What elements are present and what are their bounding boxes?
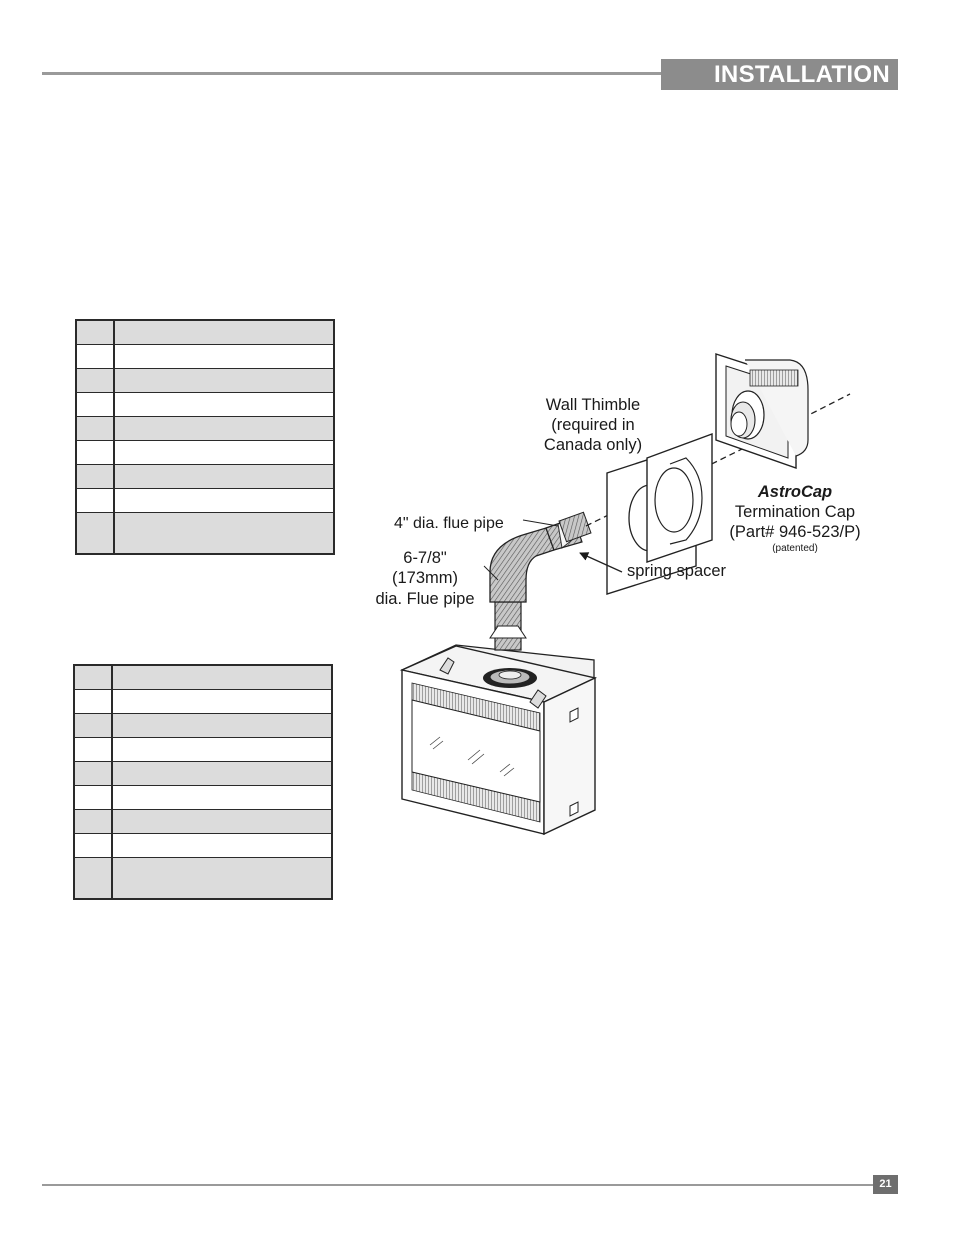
table-cell-key [75, 762, 113, 785]
table-row [77, 441, 333, 465]
vent-table-1 [75, 319, 335, 555]
table-cell-key [75, 666, 113, 689]
table-cell-value [115, 321, 333, 344]
page-number: 21 [873, 1175, 898, 1194]
flue-678-label-2: (173mm) [392, 569, 458, 587]
flue-4in-label: 4" dia. flue pipe [394, 515, 504, 532]
table-cell-key [77, 465, 115, 488]
table-row [75, 690, 331, 714]
table-cell-key [77, 513, 115, 553]
table-cell-key [77, 369, 115, 392]
table-cell-key [77, 321, 115, 344]
table-cell-value [113, 858, 331, 898]
table-cell-key [77, 417, 115, 440]
table-cell-value [113, 690, 331, 713]
table-cell-key [77, 393, 115, 416]
table-cell-value [113, 738, 331, 761]
table-cell-value [113, 714, 331, 737]
table-row [77, 465, 333, 489]
table-row [75, 762, 331, 786]
table-cell-key [77, 489, 115, 512]
wall-thimble-label-1: Wall Thimble [546, 396, 640, 414]
table-cell-value [113, 810, 331, 833]
table-cell-value [115, 489, 333, 512]
wall-thimble [606, 432, 713, 595]
table-cell-value [113, 786, 331, 809]
table-cell-value [115, 441, 333, 464]
table-row [75, 858, 331, 898]
table-cell-key [75, 786, 113, 809]
table-row [77, 321, 333, 345]
astrocap-label: AstroCap [757, 483, 832, 501]
table-row [75, 810, 331, 834]
spring-spacer-arrow [579, 552, 623, 573]
table-row [77, 489, 333, 513]
wall-thimble-label-3: Canada only) [544, 436, 642, 454]
termination-cap-label: Termination Cap [735, 503, 855, 521]
table-row [75, 834, 331, 858]
leader-4in-flue [522, 519, 559, 527]
table-cell-key [75, 714, 113, 737]
table-cell-key [75, 690, 113, 713]
table-cell-key [77, 345, 115, 368]
table-row [77, 513, 333, 553]
flue-678-label-1: 6-7/8" [403, 549, 447, 567]
table-row [75, 738, 331, 762]
leader-678-flue [483, 565, 499, 581]
table-row [77, 369, 333, 393]
table-cell-value [115, 417, 333, 440]
astrocap-termination-cap [715, 353, 809, 469]
footer-rule [42, 1184, 875, 1186]
patented-label: (patented) [772, 543, 818, 554]
fireplace-unit [399, 644, 598, 836]
table-row [77, 417, 333, 441]
flue-pipe-assembly [489, 511, 592, 651]
table-cell-key [75, 738, 113, 761]
table-cell-value [115, 393, 333, 416]
table-row [77, 345, 333, 369]
flue-678-label-3: dia. Flue pipe [375, 590, 474, 608]
part-number-label: (Part# 946-523/P) [729, 523, 860, 541]
table-cell-value [115, 465, 333, 488]
table-cell-key [77, 441, 115, 464]
table-cell-value [115, 369, 333, 392]
header-rule [42, 72, 662, 75]
table-cell-value [115, 345, 333, 368]
table-row [75, 714, 331, 738]
wall-thimble-label-2: (required in [551, 416, 634, 434]
table-row [77, 393, 333, 417]
section-title: INSTALLATION [661, 59, 898, 90]
table-cell-value [113, 666, 331, 689]
vent-installation-diagram: Wall Thimble (required in Canada only) A… [375, 353, 861, 836]
vent-table-2 [73, 664, 333, 900]
table-row [75, 666, 331, 690]
table-cell-key [75, 810, 113, 833]
table-cell-value [113, 834, 331, 857]
table-row [75, 786, 331, 810]
spring-spacer-label: spring spacer [627, 562, 727, 580]
table-cell-key [75, 834, 113, 857]
table-cell-value [115, 513, 333, 553]
table-cell-value [113, 762, 331, 785]
table-cell-key [75, 858, 113, 898]
